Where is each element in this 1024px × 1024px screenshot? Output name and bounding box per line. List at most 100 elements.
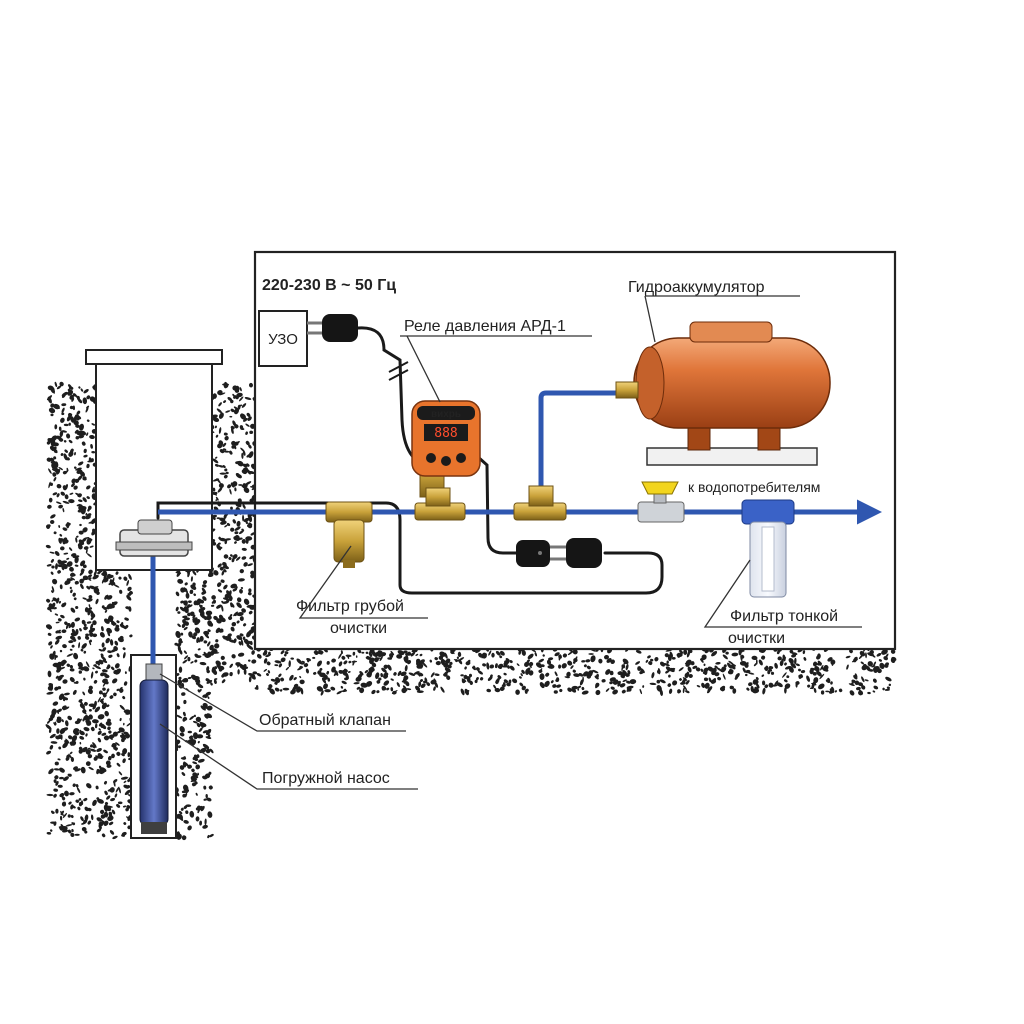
soil-speck <box>53 768 60 771</box>
soil-speck <box>87 754 93 759</box>
soil-speck <box>209 622 214 627</box>
soil-speck <box>223 554 229 559</box>
soil-speck <box>556 684 562 688</box>
soil-speck <box>467 675 472 680</box>
soil-speck <box>535 662 543 668</box>
soil-speck <box>70 814 74 819</box>
soil-speck <box>111 753 115 759</box>
soil-speck <box>60 824 64 829</box>
soil-speck <box>418 673 421 677</box>
soil-speck <box>245 481 252 486</box>
soil-speck <box>215 463 219 467</box>
soil-speck <box>784 666 791 670</box>
soil-speck <box>659 679 666 684</box>
soil-speck <box>243 417 248 422</box>
soil-speck <box>886 686 890 690</box>
soil-speck <box>81 515 86 520</box>
soil-speck <box>90 616 94 621</box>
soil-speck <box>187 656 191 662</box>
soil-speck <box>316 686 324 692</box>
soil-speck <box>102 647 107 652</box>
soil-speck <box>52 492 58 496</box>
soil-speck <box>122 647 126 651</box>
soil-speck <box>231 440 236 446</box>
soil-speck <box>390 687 394 692</box>
soil-speck <box>92 719 99 724</box>
soil-speck <box>55 808 59 814</box>
soil-speck <box>187 825 192 831</box>
soil-speck <box>248 382 254 388</box>
soil-speck <box>72 689 77 695</box>
soil-speck <box>77 636 81 640</box>
soil-speck <box>47 720 51 724</box>
soil-speck <box>121 753 125 757</box>
soil-speck <box>225 410 231 413</box>
soil-speck <box>728 660 734 665</box>
soil-speck <box>851 658 858 663</box>
soil-speck <box>213 679 217 684</box>
soil-speck <box>305 668 309 674</box>
soil-speck <box>813 677 819 684</box>
soil-speck <box>74 556 79 564</box>
soil-speck <box>585 659 591 663</box>
soil-speck <box>438 655 444 660</box>
soil-speck <box>577 688 580 691</box>
soil-speck <box>90 610 94 616</box>
soil-speck <box>721 666 727 672</box>
soil-speck <box>707 666 714 672</box>
soil-speck <box>247 523 253 529</box>
soil-speck <box>62 812 67 819</box>
soil-speck <box>507 665 510 669</box>
soil-speck <box>605 688 610 692</box>
soil-speck <box>274 687 280 692</box>
soil-speck <box>60 453 64 456</box>
soil-speck <box>233 406 239 410</box>
soil-speck <box>343 660 348 665</box>
soil-speck <box>102 682 106 687</box>
soil-speck <box>177 578 184 584</box>
soil-speck <box>872 678 877 683</box>
soil-speck <box>222 465 226 469</box>
soil-speck <box>222 601 229 604</box>
soil-speck <box>119 589 123 594</box>
soil-speck <box>87 688 93 695</box>
soil-speck <box>86 485 91 490</box>
soil-speck <box>692 665 698 669</box>
soil-speck <box>217 443 223 449</box>
soil-speck <box>123 731 129 735</box>
soil-speck <box>770 671 775 675</box>
soil-speck <box>783 679 788 683</box>
soil-speck <box>118 771 123 776</box>
soil-speck <box>849 690 855 696</box>
soil-speck <box>768 666 774 670</box>
soil-speck <box>55 635 63 640</box>
soil-speck <box>223 432 228 436</box>
soil-speck <box>441 658 446 663</box>
soil-speck <box>683 649 688 656</box>
soil-speck <box>279 689 283 692</box>
soil-speck <box>239 616 244 622</box>
soil-speck <box>197 740 200 744</box>
soil-speck <box>58 504 63 509</box>
soil-speck <box>91 423 96 426</box>
soil-speck <box>88 640 92 646</box>
soil-speck <box>102 659 108 663</box>
soil-speck <box>248 588 252 593</box>
soil-speck <box>97 714 105 720</box>
soil-speck <box>578 673 584 677</box>
soil-speck <box>64 494 69 500</box>
soil-speck <box>55 735 60 740</box>
soil-speck <box>175 813 182 819</box>
soil-speck <box>71 482 75 488</box>
soil-speck <box>241 547 247 551</box>
soil-speck <box>197 619 201 623</box>
soil-speck <box>191 635 196 640</box>
soil-speck <box>849 649 853 654</box>
soil-speck <box>550 680 554 684</box>
soil-speck <box>725 651 729 655</box>
soil-speck <box>86 553 92 558</box>
soil-speck <box>65 522 71 527</box>
soil-speck <box>107 755 112 761</box>
soil-speck <box>807 684 811 688</box>
well-head-adapter <box>115 519 193 557</box>
